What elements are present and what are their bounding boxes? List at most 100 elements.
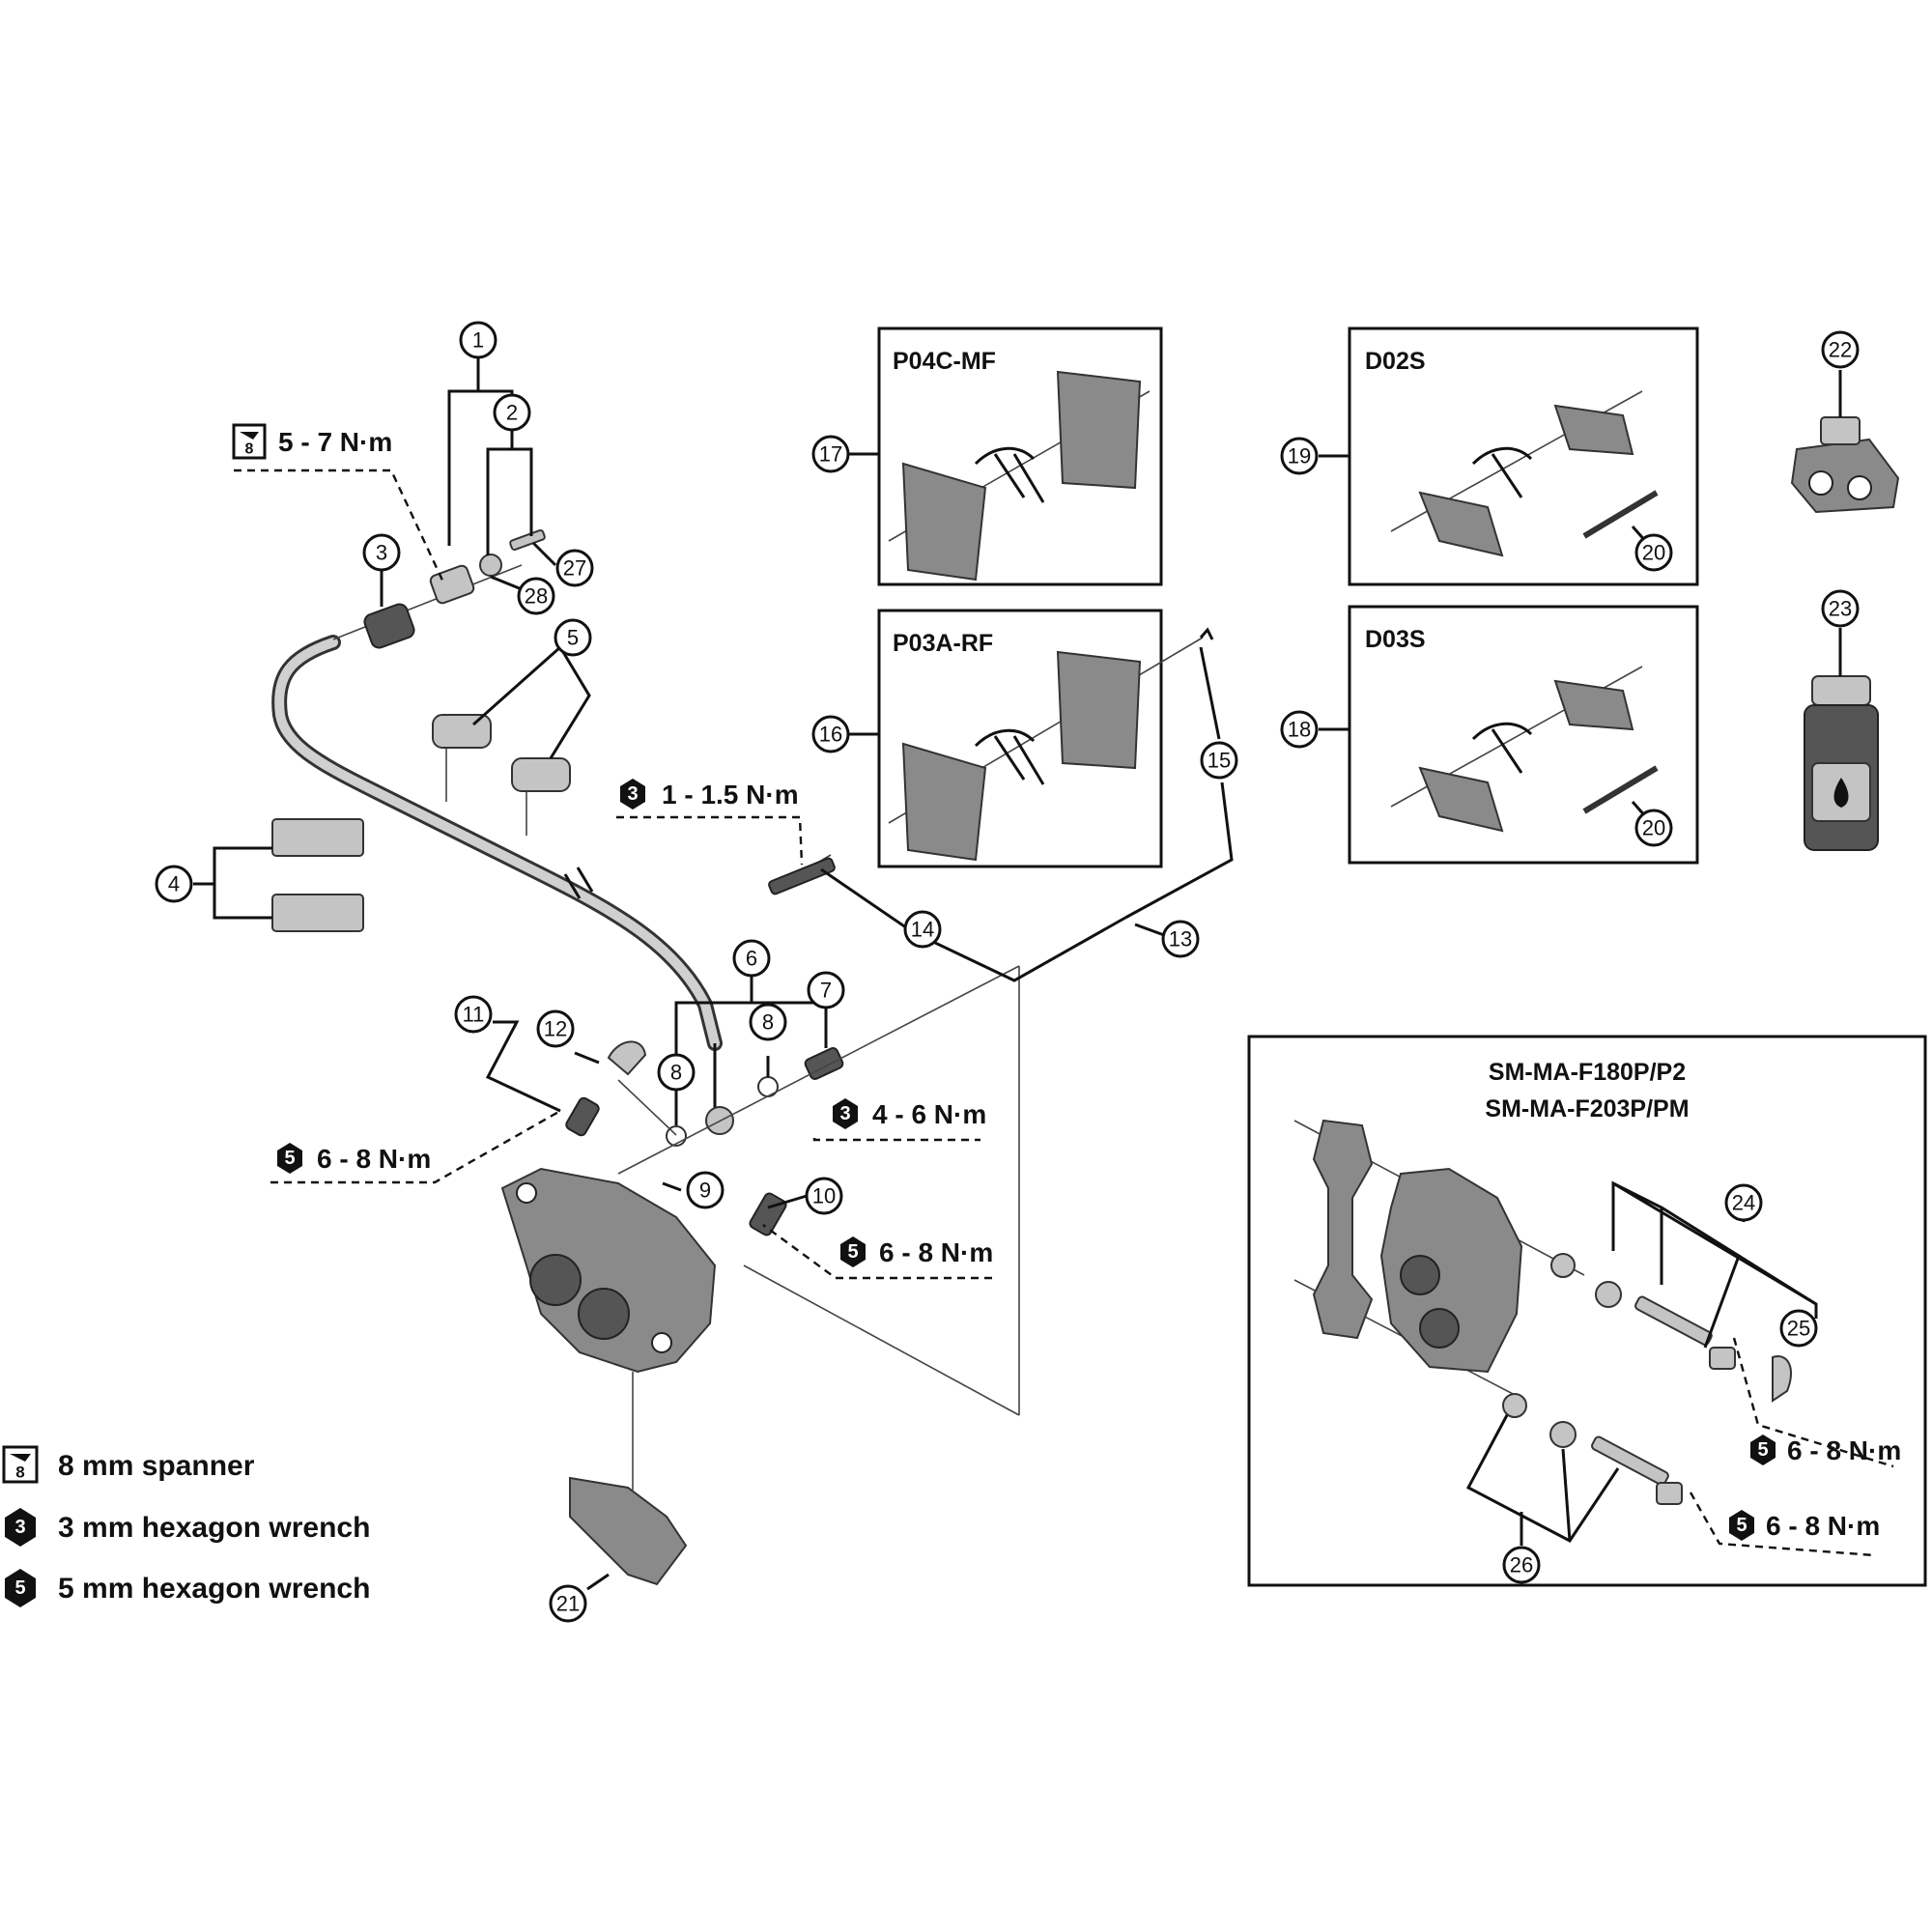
- callout-8b: 8: [657, 1053, 696, 1092]
- svg-text:21: 21: [556, 1592, 580, 1616]
- svg-text:13: 13: [1169, 927, 1192, 952]
- torque-hex5-6-8-bolt10: 5 6 - 8 N·m: [840, 1236, 993, 1267]
- callout-13: 13: [1161, 920, 1200, 958]
- callout-23: 23: [1821, 589, 1860, 628]
- svg-text:14: 14: [911, 918, 934, 942]
- svg-text:3: 3: [376, 541, 387, 565]
- pad-box-title: P03A-RF: [893, 630, 993, 657]
- pad-box-p04c: P04C-MF: [877, 327, 1163, 586]
- callout-8a: 8: [749, 1003, 787, 1041]
- torque-hex3-4-6: 3 4 - 6 N·m: [833, 1098, 986, 1129]
- torque-dashed-leaders: [234, 469, 1894, 1557]
- caliper-body: [500, 1167, 717, 1374]
- svg-text:17: 17: [819, 442, 842, 467]
- pad-box-d02s: D02S: [1348, 327, 1699, 586]
- svg-text:8 mm spanner: 8 mm spanner: [58, 1450, 255, 1482]
- callout-17: 17: [811, 435, 850, 473]
- svg-text:5: 5: [1757, 1439, 1768, 1461]
- torque-hex5-6-8-left: 5 6 - 8 N·m: [277, 1143, 431, 1174]
- pad-axle-14: [768, 857, 836, 895]
- callout-1: 1: [459, 321, 497, 359]
- callout-19: 19: [1280, 437, 1319, 475]
- svg-text:28: 28: [525, 584, 548, 609]
- legend-hex5: 5 5 mm hexagon wrench: [5, 1569, 370, 1607]
- svg-text:5: 5: [847, 1241, 858, 1263]
- svg-text:8: 8: [15, 1463, 24, 1482]
- callout-28: 28: [517, 577, 555, 615]
- callouts: 1 2 3 27 28 5 4 6 7 8 8 11 12 9 10 13 14…: [155, 321, 1860, 1623]
- callout-4: 4: [155, 865, 193, 903]
- svg-text:12: 12: [544, 1017, 567, 1041]
- svg-text:5: 5: [1736, 1515, 1747, 1536]
- svg-text:5: 5: [284, 1148, 295, 1169]
- svg-text:5: 5: [567, 626, 579, 650]
- svg-text:26: 26: [1510, 1553, 1533, 1577]
- svg-text:5: 5: [14, 1577, 25, 1599]
- svg-text:4 - 6 N·m: 4 - 6 N·m: [872, 1099, 986, 1129]
- tool-legend: 8 8 mm spanner 3 3 mm hexagon wrench 5 5…: [2, 1445, 370, 1607]
- callout-11: 11: [454, 995, 493, 1034]
- callout-20a: 20: [1634, 533, 1673, 572]
- svg-text:5 mm hexagon wrench: 5 mm hexagon wrench: [58, 1573, 370, 1605]
- svg-text:8: 8: [762, 1010, 774, 1035]
- pad-box-title: D02S: [1365, 348, 1426, 375]
- mineral-oil-bottle-23: [1804, 675, 1879, 851]
- svg-text:16: 16: [819, 723, 842, 747]
- brake-hose: [271, 635, 723, 1051]
- svg-text:8: 8: [245, 441, 254, 458]
- callout-21: 21: [549, 1584, 587, 1623]
- svg-text:6: 6: [746, 947, 757, 971]
- svg-text:3: 3: [839, 1103, 850, 1124]
- svg-text:3: 3: [14, 1517, 25, 1538]
- svg-text:6 - 8 N·m: 6 - 8 N·m: [879, 1237, 993, 1267]
- connecting-insert-28-and-olive: [332, 528, 546, 649]
- leader-lines: [193, 357, 1842, 1591]
- callout-27: 27: [555, 549, 594, 587]
- svg-text:8: 8: [670, 1061, 682, 1085]
- callout-25: 25: [1779, 1309, 1818, 1348]
- callout-9: 9: [686, 1171, 724, 1209]
- svg-text:7: 7: [820, 979, 832, 1003]
- pad-spacer-21: [569, 1372, 688, 1586]
- callout-20b: 20: [1634, 809, 1673, 847]
- svg-text:23: 23: [1829, 597, 1852, 621]
- svg-text:11: 11: [463, 1003, 485, 1027]
- torque-hex5-6-8-adapter-top: 5 6 - 8 N·m: [1750, 1435, 1901, 1465]
- svg-text:22: 22: [1829, 338, 1852, 362]
- svg-text:20: 20: [1642, 541, 1665, 565]
- svg-text:4: 4: [168, 872, 180, 896]
- callout-26: 26: [1502, 1546, 1541, 1584]
- svg-text:24: 24: [1732, 1191, 1755, 1215]
- callout-7: 7: [807, 971, 845, 1009]
- svg-text:2: 2: [506, 401, 518, 425]
- callout-18: 18: [1280, 710, 1319, 749]
- svg-text:25: 25: [1787, 1317, 1810, 1341]
- svg-text:6 - 8 N·m: 6 - 8 N·m: [317, 1144, 431, 1174]
- pad-box-d03s: D03S: [1348, 605, 1699, 865]
- svg-text:6 - 8 N·m: 6 - 8 N·m: [1787, 1435, 1901, 1465]
- bleed-block-22: [1790, 416, 1900, 514]
- svg-text:20: 20: [1642, 816, 1665, 840]
- pad-box-title: P04C-MF: [893, 348, 996, 375]
- callout-10: 10: [805, 1177, 843, 1215]
- callout-24: 24: [1724, 1183, 1763, 1222]
- svg-text:19: 19: [1288, 444, 1311, 469]
- callout-22: 22: [1821, 330, 1860, 369]
- svg-text:3 mm hexagon wrench: 3 mm hexagon wrench: [58, 1512, 370, 1544]
- svg-text:18: 18: [1288, 718, 1311, 742]
- callout-2: 2: [493, 393, 531, 432]
- svg-text:1: 1: [472, 328, 484, 353]
- callout-5: 5: [554, 618, 592, 657]
- svg-text:1 - 1.5 N·m: 1 - 1.5 N·m: [662, 780, 799, 810]
- callout-3: 3: [362, 533, 401, 572]
- legend-hex3: 3 3 mm hexagon wrench: [5, 1508, 370, 1547]
- mount-adapter-box: SM-MA-F180P/P2 SM-MA-F203P/PM: [1247, 1035, 1927, 1587]
- torque-hex3-1-1.5: 3 1 - 1.5 N·m: [620, 779, 799, 810]
- adapter-title-line1: SM-MA-F180P/P2: [1489, 1059, 1686, 1086]
- callout-14: 14: [903, 910, 942, 949]
- svg-text:9: 9: [699, 1179, 711, 1203]
- callout-12: 12: [536, 1009, 575, 1048]
- svg-text:6 - 8 N·m: 6 - 8 N·m: [1766, 1511, 1880, 1541]
- pad-box-p03a: P03A-RF: [877, 609, 1214, 868]
